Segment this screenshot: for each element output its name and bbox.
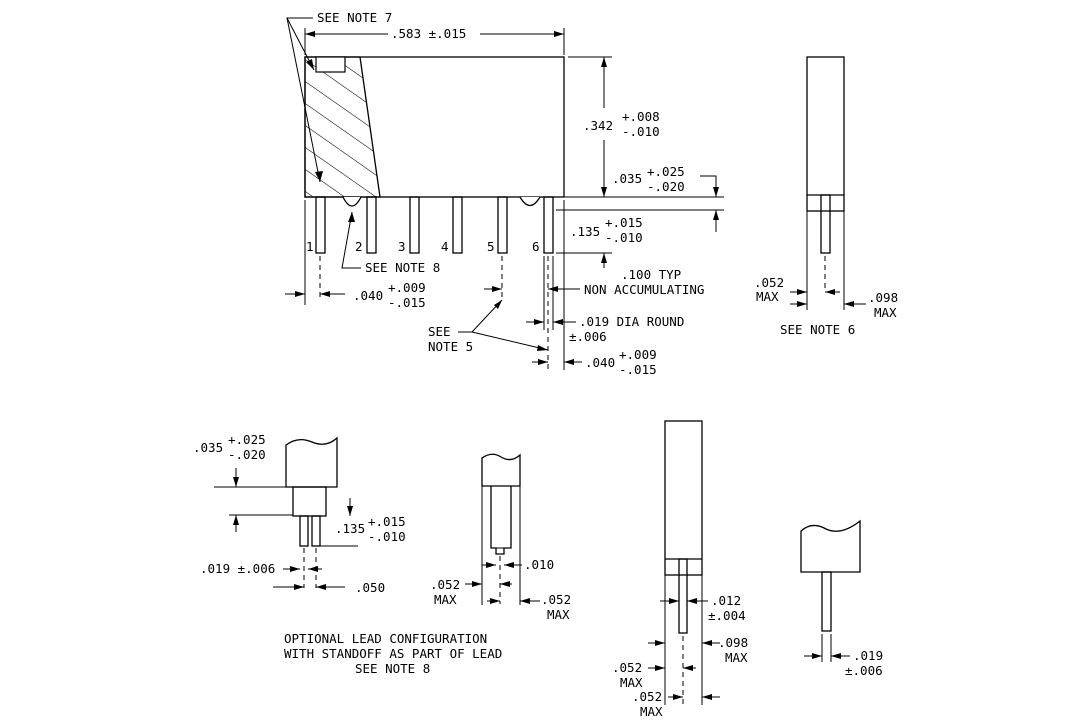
opt-standoff-value: .135 [335,521,365,536]
detail-b-view: .010 .052 MAX .052 MAX [430,453,571,622]
detail-c-bottom-value: .052 [632,689,662,704]
edge-value: .040 [353,288,383,303]
opt-standoff-tol-minus: -.010 [368,529,406,544]
pin-label-5: 5 [487,239,495,254]
lead-dia-label: .019 DIA ROUND [579,314,684,329]
edge2-value: .040 [585,355,615,370]
side-lead [820,194,831,254]
bottom-notch-left [342,196,362,207]
opt-step-tol-minus: -.020 [228,447,266,462]
pin-label-3: 3 [398,239,406,254]
detail-c-bottom-max: MAX [640,704,663,719]
optional-lead-left [299,515,309,547]
optional-standoff-block [292,486,327,517]
height-tol-minus: -.010 [622,124,660,139]
lead-pin-3 [409,196,420,254]
optional-lead-right [311,515,321,547]
detail-d-lead [821,571,832,632]
detail-c-lead [678,558,688,634]
detail-c-left-max: MAX [620,675,643,690]
detail-c-lead-value: .012 [711,593,741,608]
pin-label-6: 6 [532,239,540,254]
standoff-tol-plus: +.015 [605,215,643,230]
see-note-8-label: SEE NOTE 8 [365,260,440,275]
height-value: .342 [583,118,613,133]
width-dimension: .583 ±.015 [391,26,466,41]
detail-c-right-value: .098 [718,635,748,650]
edge-tol-plus: +.009 [388,280,426,295]
optional-body-fragment [285,436,338,488]
opt-caption-line2: WITH STANDOFF AS PART OF LEAD [284,646,502,661]
lead-dia-tol: ±.006 [569,329,607,344]
see-note-7-label: SEE NOTE 7 [317,10,392,25]
see-note-5-line2: NOTE 5 [428,339,473,354]
opt-step-value: .035 [193,440,223,455]
side-body [806,56,845,212]
detail-c-right-max: MAX [725,650,748,665]
detail-c-left-value: .052 [612,660,642,675]
lead-pin-1 [315,196,326,254]
detail-b-body-fragment [481,453,521,487]
side-left-value: .052 [754,275,784,290]
main-front-view: 1 2 3 4 5 6 SEE NOTE 7 .583 ±.015 .342 +… [285,10,724,377]
detail-c-view: .012 ±.004 .098 MAX .052 MAX .052 MAX [612,420,748,719]
detail-b-right-value: .052 [541,592,571,607]
hatched-region [304,56,381,198]
lead-pin-5 [497,196,508,254]
opt-dia-value: .019 ±.006 [200,561,275,576]
step-tol-plus: +.025 [647,164,685,179]
opt-caption-line3: SEE NOTE 8 [355,661,430,676]
step-value: .035 [612,171,642,186]
detail-d-view: .019 ±.006 [800,519,883,678]
side-right-value: .098 [868,290,898,305]
see-note-5-line1: SEE [428,324,451,339]
opt-step-tol-plus: +.025 [228,432,266,447]
pin-label-1: 1 [306,239,314,254]
edge2-tol-minus: -.015 [619,362,657,377]
height-tol-plus: +.008 [622,109,660,124]
standoff-tol-minus: -.010 [605,230,643,245]
lead-pin-2 [366,196,377,254]
opt-width-value: .050 [355,580,385,595]
optional-lead-view: .035 +.025 -.020 .135 +.015 -.010 .019 ±… [193,432,502,676]
opt-caption-line1: OPTIONAL LEAD CONFIGURATION [284,631,487,646]
side-view: .052 MAX .098 MAX SEE NOTE 6 [754,56,898,337]
detail-b-tip-value: .010 [524,557,554,572]
pitch-typ: .100 TYP [621,267,681,282]
edge2-tol-plus: +.009 [619,347,657,362]
side-right-max: MAX [874,305,897,320]
opt-standoff-tol-plus: +.015 [368,514,406,529]
side-left-max: MAX [756,289,779,304]
bottom-notch-right [519,196,541,207]
detail-b-lead [490,486,512,555]
detail-b-left-max: MAX [434,592,457,607]
detail-b-right-max: MAX [547,607,570,622]
step-tol-minus: -.020 [647,179,685,194]
pin-label-4: 4 [441,239,449,254]
detail-c-lead-tol: ±.004 [708,608,746,623]
pitch-non-accumulating: NON ACCUMULATING [584,282,704,297]
lead-pin-4 [452,196,463,254]
see-note-6-label: SEE NOTE 6 [780,322,855,337]
edge-tol-minus: -.015 [388,295,426,310]
detail-c-body [664,420,703,576]
corner-notch [315,56,346,73]
detail-b-left-value: .052 [430,577,460,592]
detail-d-lead-tol: ±.006 [845,663,883,678]
pin-label-2: 2 [355,239,363,254]
standoff-value: .135 [570,224,600,239]
detail-d-body-fragment [800,519,861,573]
lead-pin-6 [543,196,554,254]
detail-d-lead-value: .019 [853,648,883,663]
